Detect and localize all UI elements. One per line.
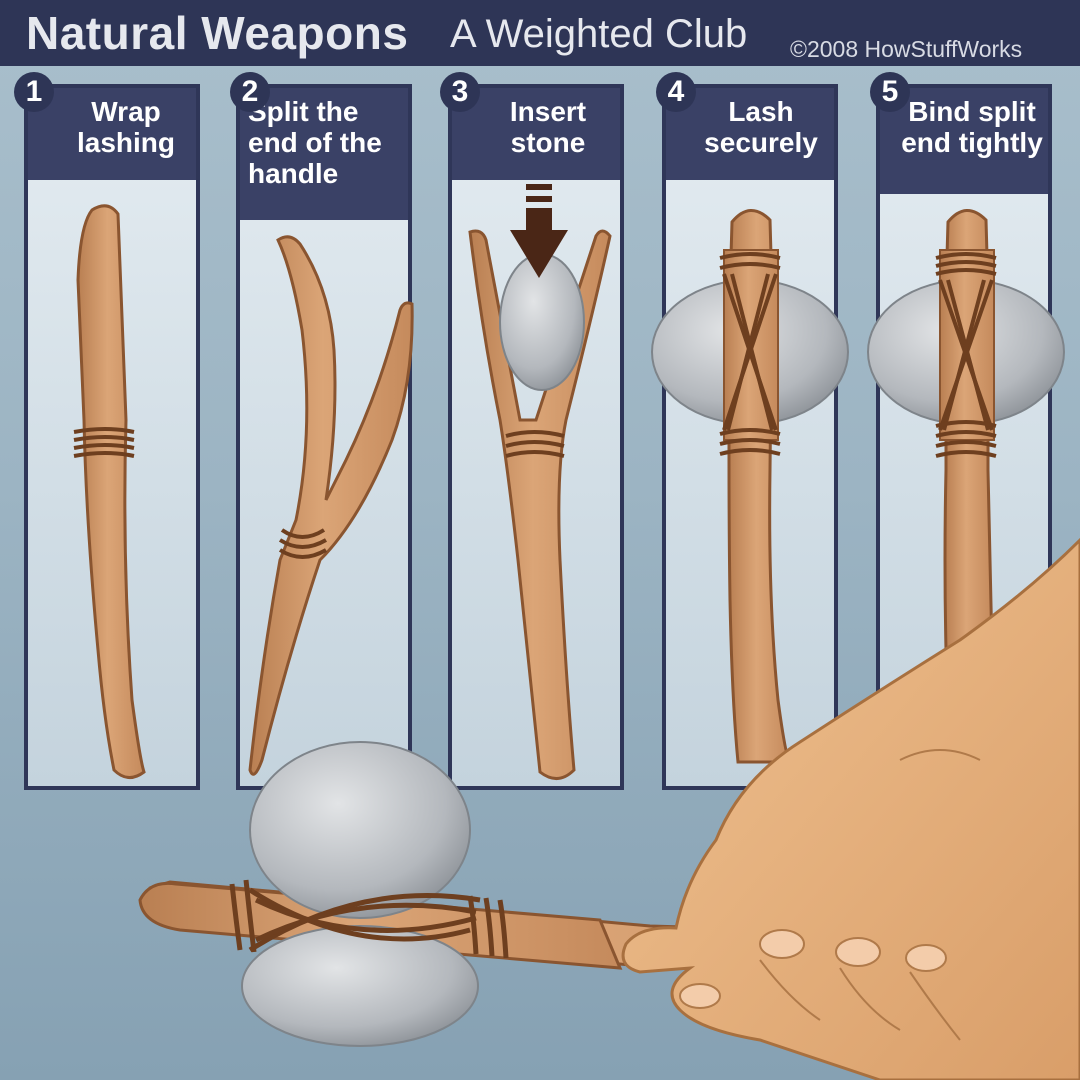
copyright-notice: ©2008 HowStuffWorks [790,36,1023,62]
step-4-label: Lash securely [666,88,834,180]
step-3-label: Insert stone [452,88,620,180]
step-2-split-illustration [248,235,414,776]
step-2-number: 2 [230,72,270,112]
down-arrow-icon [510,184,568,278]
page-title: Natural Weapons [26,7,409,59]
step-2-label: Split the end of the handle [240,88,408,220]
step-5-number: 5 [870,72,910,112]
step-4-number: 4 [656,72,696,112]
step-3-number: 3 [440,72,480,112]
page-subtitle: A Weighted Club [450,12,748,56]
step-1-label: Wrap lashing [28,88,196,180]
step-5-label: Bind split end tightly [880,88,1048,194]
step-1-number: 1 [14,72,54,112]
finished-club-illustration [138,537,1080,1080]
step-4-lash-illustration [651,209,849,764]
step-1-stick-illustration [73,204,146,779]
fingernails [679,929,947,1009]
step-3-insert-illustration [468,184,612,780]
step-5-bind-illustration [867,209,1065,652]
header-bar: Natural Weapons A Weighted Club ©2008 Ho… [0,0,1080,66]
